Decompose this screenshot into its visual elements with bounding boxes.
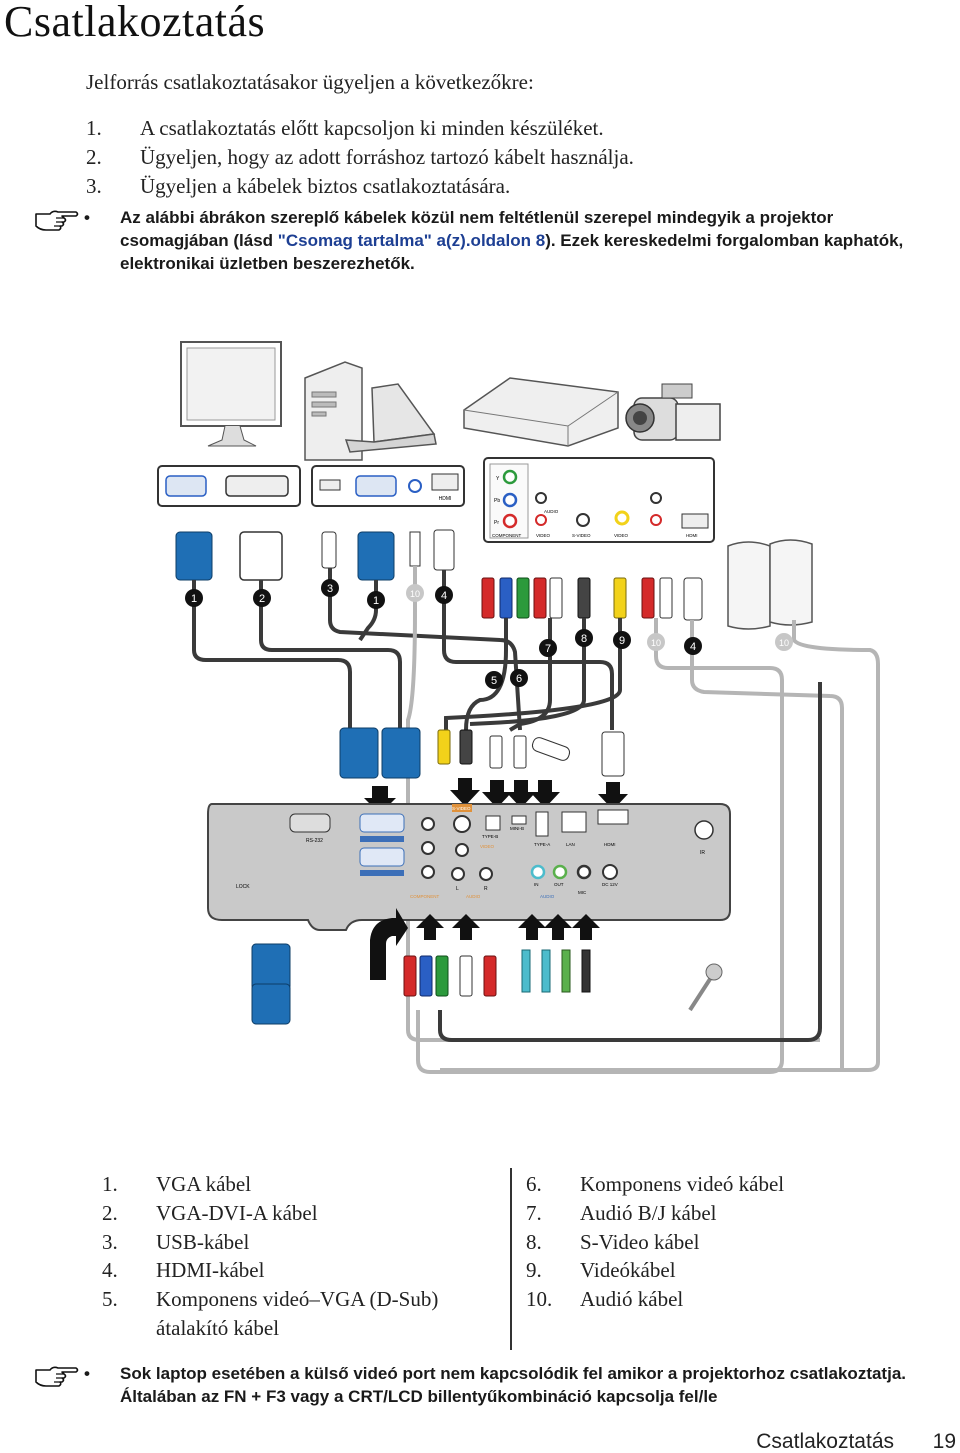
list-item: 3. Ügyeljen a kábelek biztos csatlakoztat…: [86, 172, 634, 201]
list-item: 6.Komponens videó kábel: [526, 1172, 785, 1196]
svg-text:7: 7: [545, 643, 551, 655]
svg-text:VIDEO: VIDEO: [480, 844, 495, 849]
note-text: Az alábbi ábrákon szereplő kábelek közül…: [120, 208, 904, 273]
svg-text:Pb: Pb: [494, 498, 500, 504]
svg-text:AUDIO: AUDIO: [466, 894, 481, 899]
bullet: •: [84, 1364, 90, 1383]
pointing-hand-icon: [35, 210, 79, 231]
note-cables: • Az alábbi ábrákon szereplő kábelek köz…: [34, 206, 944, 275]
bullet: •: [84, 208, 90, 227]
svg-text:HDMI: HDMI: [439, 496, 452, 502]
note-laptop: • Sok laptop esetében a külső videó port…: [34, 1362, 944, 1408]
svg-text:10: 10: [410, 589, 420, 599]
svg-text:6: 6: [516, 673, 522, 685]
page-title: Csatlakoztatás: [4, 0, 266, 46]
steps-list: 1. A csatlakoztatás előtt kapcsoljon ki m…: [86, 114, 634, 201]
list-item: 5.Komponens videó–VGA (D-Sub) átalakító …: [102, 1287, 439, 1340]
step-number: 2.: [86, 145, 102, 169]
svg-text:2: 2: [259, 593, 265, 605]
svg-text:COMPONENT: COMPONENT: [492, 533, 522, 538]
list-item: 2.VGA-DVI-A kábel: [102, 1200, 318, 1225]
svg-text:1: 1: [191, 593, 197, 605]
projector-rear-panel: RS-232 LOCK COMPONENT S-VIDEO VIDEO L R …: [207, 803, 731, 931]
intro-text: Jelforrás csatlakoztatásakor ügyeljen a …: [86, 70, 534, 94]
svg-text:IR: IR: [700, 850, 705, 856]
pc-port-panel: [157, 465, 301, 507]
svg-text:10: 10: [651, 638, 661, 648]
svg-text:L: L: [456, 886, 459, 892]
svg-text:VIDEO: VIDEO: [614, 533, 629, 538]
arrow-up-icons: [370, 908, 600, 980]
svg-text:3: 3: [327, 583, 333, 595]
svg-text:COMPONENT: COMPONENT: [410, 894, 440, 899]
svg-text:8: 8: [581, 633, 587, 645]
dvd-player-icon: [463, 377, 619, 447]
svg-text:5: 5: [491, 675, 497, 687]
monitor-icon: [180, 341, 282, 447]
step-number: 3.: [86, 174, 102, 198]
cable-legend-left: 1.VGA kábel 2.VGA-DVI-A kábel 3.USB-kábe…: [102, 1170, 502, 1343]
step-text: Ügyeljen a kábelek biztos csatlakoztatás…: [140, 174, 511, 198]
speakers-icon: [727, 539, 813, 630]
svg-text:HDMI: HDMI: [604, 842, 616, 847]
svg-text:R: R: [484, 886, 488, 892]
svg-text:9: 9: [619, 635, 625, 647]
list-item: 4.HDMI-kábel: [102, 1258, 265, 1283]
svg-text:OUT: OUT: [554, 882, 564, 887]
step-text: A csatlakoztatás előtt kapcsoljon ki min…: [140, 116, 604, 140]
note-text: Sok laptop esetében a külső videó port n…: [120, 1364, 906, 1406]
list-item: 3.USB-kábel: [102, 1229, 250, 1254]
laptop-icon: [344, 383, 437, 453]
svg-text:4: 4: [690, 641, 696, 653]
list-item: 8.S-Video kábel: [526, 1229, 700, 1254]
step-number: 1.: [86, 116, 102, 140]
computer-tower-icon: [304, 361, 363, 461]
svg-text:AUDIO: AUDIO: [540, 894, 555, 899]
cable-legend-right: 6.Komponens videó kábel 7.Audió B/J kábe…: [526, 1170, 906, 1314]
svg-text:S-VIDEO: S-VIDEO: [452, 806, 471, 811]
svg-text:1: 1: [373, 595, 379, 607]
svg-text:RS-232: RS-232: [306, 838, 323, 844]
footer-section: Csatlakoztatás: [756, 1430, 894, 1453]
arrow-down-icons: [364, 778, 628, 814]
svg-text:AUDIO: AUDIO: [544, 509, 559, 514]
middle-connectors: [339, 727, 625, 779]
svg-text:LAN: LAN: [566, 842, 575, 847]
laptop-port-panel: HDMI: [311, 465, 465, 507]
svg-text:10: 10: [779, 638, 789, 648]
svg-text:DC 12V: DC 12V: [602, 882, 618, 887]
list-item: 1. A csatlakoztatás előtt kapcsoljon ki m…: [86, 114, 634, 143]
svg-text:TYPE-A: TYPE-A: [534, 842, 550, 847]
page-number: 19: [932, 1430, 956, 1453]
svg-text:MIC: MIC: [578, 890, 587, 895]
cables: [192, 566, 880, 1074]
svg-text:Pr: Pr: [494, 520, 499, 526]
svg-text:4: 4: [441, 590, 447, 602]
cable-number-badges: 1 2 3 1 10 4 7 8 9 10 4 10 5 6: [185, 579, 793, 689]
list-item: 2. Ügyeljen, hogy az adott forráshoz tart…: [86, 143, 634, 172]
connection-diagram: HDMI Y Pb Pr COMPONENT AUDIO VIDEO S-VID…: [157, 341, 880, 1074]
microphone-icon: [688, 963, 723, 1012]
svg-text:MINI-B: MINI-B: [510, 826, 524, 831]
camcorder-icon: [625, 383, 721, 441]
svg-text:S-VIDEO: S-VIDEO: [572, 533, 591, 538]
svg-text:TYPE-B: TYPE-B: [482, 834, 498, 839]
av-device-port-panel: Y Pb Pr COMPONENT AUDIO VIDEO S-VIDEO VI…: [483, 457, 715, 543]
list-item: 1.VGA kábel: [102, 1172, 252, 1196]
svg-text:LOCK: LOCK: [236, 884, 250, 890]
list-item: 9.Videókábel: [526, 1258, 676, 1283]
page-link[interactable]: "Csomag tartalma" a(z).oldalon 8: [277, 231, 546, 250]
top-cable-connectors: [175, 529, 703, 621]
bottom-connectors: [251, 943, 723, 1025]
svg-text:IN: IN: [534, 882, 539, 887]
step-text: Ügyeljen, hogy az adott forráshoz tartoz…: [140, 145, 634, 169]
svg-text:HDMI: HDMI: [686, 533, 698, 538]
svg-text:VIDEO: VIDEO: [536, 533, 551, 538]
list-item: 7.Audió B/J kábel: [526, 1200, 717, 1225]
list-item: 10.Audió kábel: [526, 1287, 684, 1312]
legend-divider: [510, 1168, 512, 1350]
pointing-hand-icon: [35, 1366, 79, 1387]
svg-text:Y: Y: [496, 476, 500, 482]
